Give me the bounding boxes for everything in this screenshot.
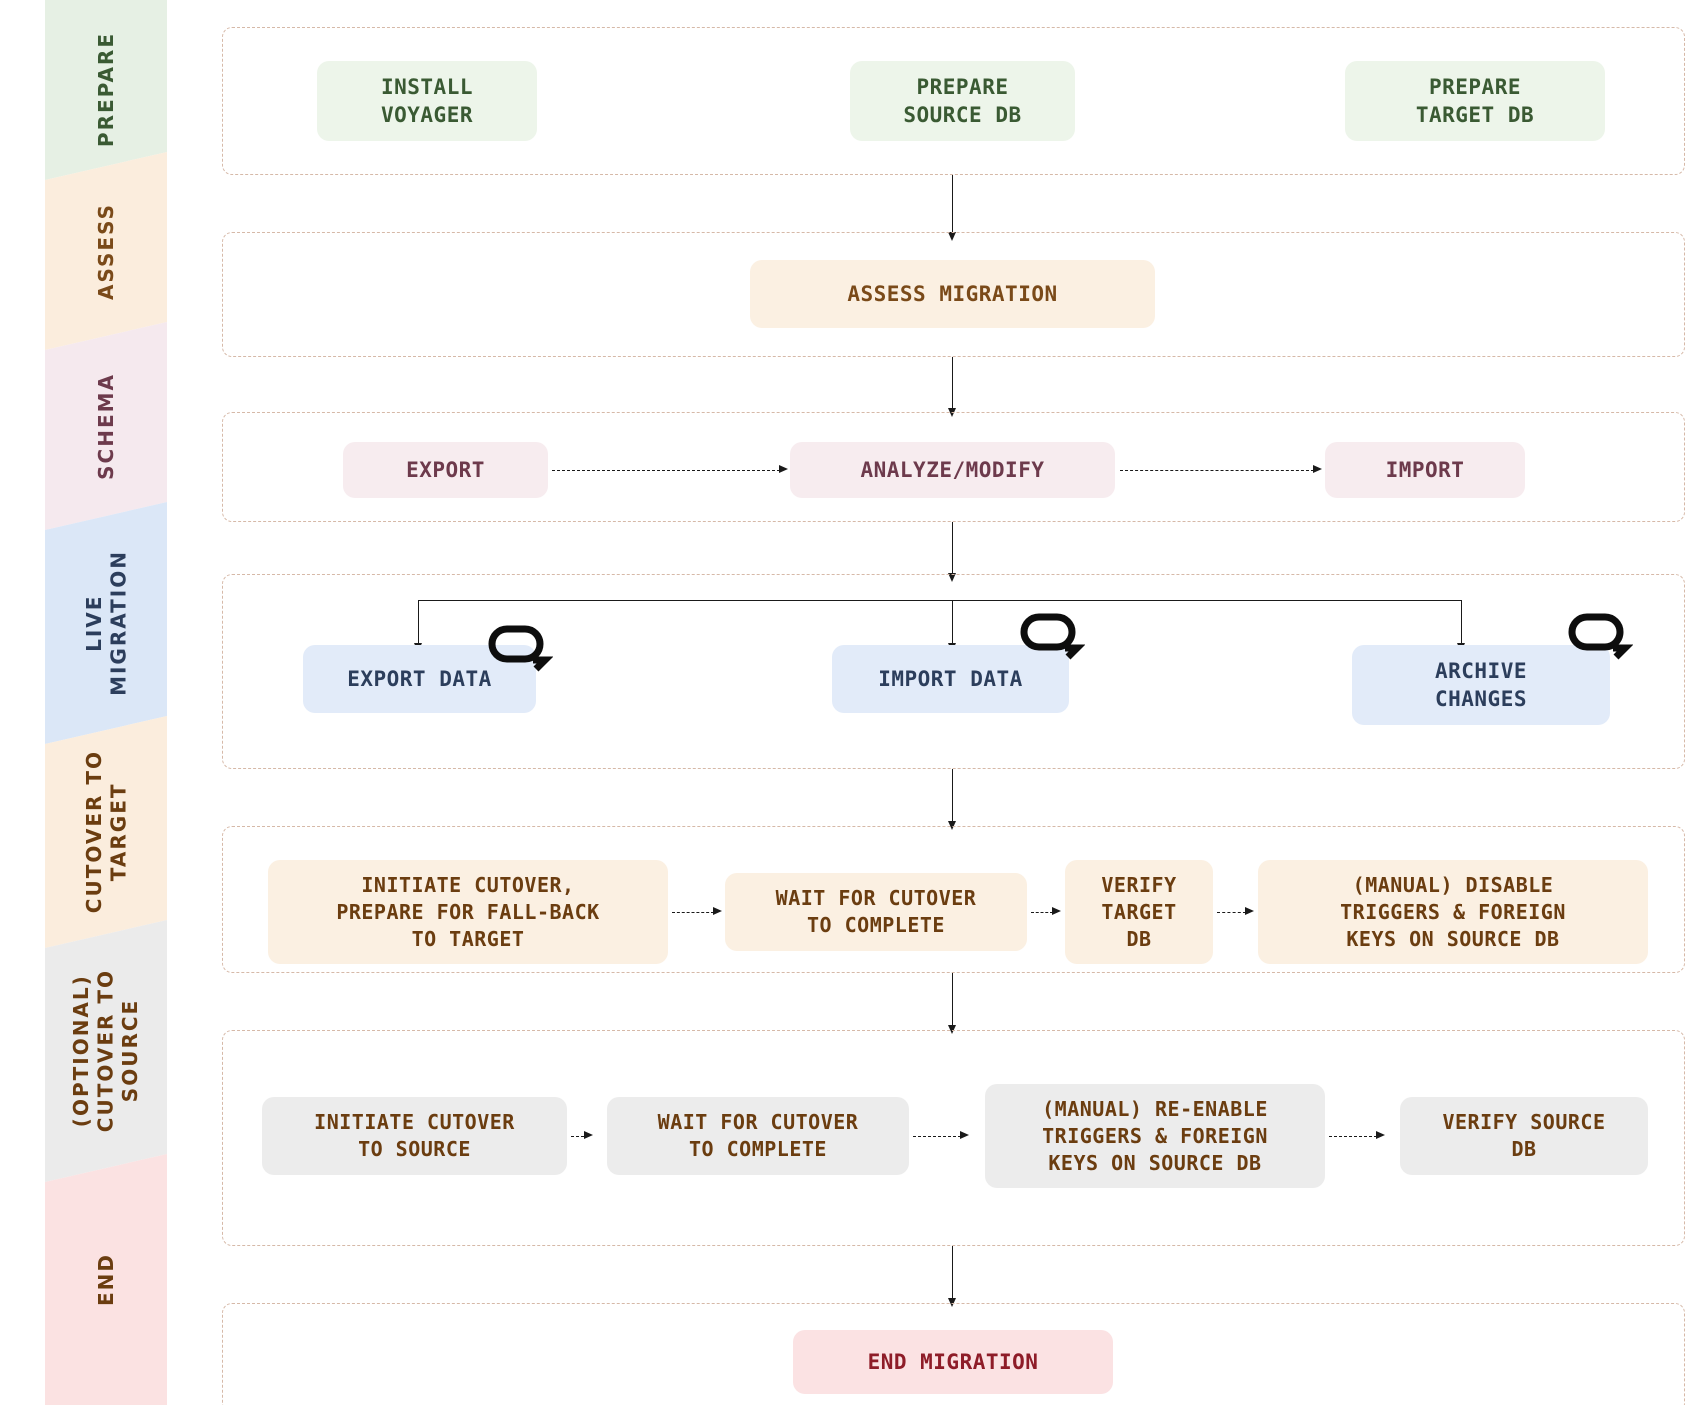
node-assess-migration[interactable]: ASSESS MIGRATION bbox=[750, 260, 1155, 328]
node-import-data[interactable]: IMPORT DATA bbox=[832, 645, 1069, 713]
connector-assess-to-schema bbox=[952, 357, 953, 413]
connector-schema-export-to-analyze-arrow bbox=[779, 465, 788, 473]
phase-band-label-prepare: PREPARE bbox=[93, 32, 118, 148]
phase-band-label-cutover-source: (OPTIONAL) CUTOVER TO SOURCE bbox=[69, 969, 143, 1133]
connector-wait-to-verify-target bbox=[1031, 912, 1053, 913]
phase-band-end: END bbox=[45, 1154, 167, 1405]
connector-schema-to-live-migration-arrow bbox=[948, 573, 956, 582]
node-install-voyager[interactable]: INSTALL VOYAGER bbox=[317, 61, 537, 141]
phase-band-schema: SCHEMA bbox=[45, 322, 167, 530]
phase-band-label-live-migration: LIVE MIGRATION bbox=[81, 550, 130, 696]
node-prepare-source-db[interactable]: PREPARE SOURCE DB bbox=[850, 61, 1075, 141]
connector-verify-to-disable-triggers bbox=[1217, 912, 1246, 913]
connector-initiate-to-wait-source bbox=[571, 1136, 584, 1137]
phase-row-schema bbox=[222, 412, 1685, 522]
connector-schema-analyze-to-import-arrow bbox=[1313, 465, 1322, 473]
connector-wait-to-reenable-triggers-arrow bbox=[960, 1131, 969, 1139]
phase-row-prepare bbox=[222, 27, 1685, 175]
phase-row-cutover-source bbox=[222, 1030, 1685, 1246]
phase-band-prepare: PREPARE bbox=[45, 0, 167, 180]
live-migration-branch-center-drop bbox=[952, 600, 953, 648]
phase-band-assess: ASSESS bbox=[45, 152, 167, 350]
connector-cutover-source-to-end bbox=[952, 1246, 953, 1303]
node-wait-for-cutover-target[interactable]: WAIT FOR CUTOVER TO COMPLETE bbox=[725, 873, 1027, 951]
loop-icon-import-data bbox=[1020, 613, 1085, 660]
node-schema-import[interactable]: IMPORT bbox=[1325, 442, 1525, 498]
connector-cutover-source-to-end-arrow bbox=[948, 1298, 956, 1307]
connector-initiate-to-wait-target bbox=[672, 912, 714, 913]
loop-icon-archive-changes bbox=[1568, 613, 1633, 660]
node-initiate-cutover-to-source[interactable]: INITIATE CUTOVER TO SOURCE bbox=[262, 1097, 567, 1175]
node-export-data[interactable]: EXPORT DATA bbox=[303, 645, 536, 713]
live-migration-branch-right-drop bbox=[1461, 600, 1462, 648]
phase-band-label-end: END bbox=[93, 1252, 118, 1306]
connector-wait-to-verify-target-arrow bbox=[1052, 907, 1061, 915]
connector-reenable-to-verify-source-arrow bbox=[1376, 1131, 1385, 1139]
connector-live-migration-to-cutover-target-arrow bbox=[948, 821, 956, 830]
connector-initiate-to-wait-target-arrow bbox=[713, 907, 722, 915]
connector-reenable-to-verify-source bbox=[1329, 1136, 1377, 1137]
loop-icon-export-data bbox=[488, 625, 553, 672]
connector-initiate-to-wait-source-arrow bbox=[584, 1131, 593, 1139]
phase-band-label-schema: SCHEMA bbox=[93, 372, 118, 480]
connector-cutover-target-to-cutover-source bbox=[952, 973, 953, 1030]
connector-cutover-target-to-cutover-source-arrow bbox=[948, 1025, 956, 1034]
phase-row-end bbox=[222, 1303, 1685, 1405]
node-verify-source-db[interactable]: VERIFY SOURCE DB bbox=[1400, 1097, 1648, 1175]
live-migration-branch-bus bbox=[418, 600, 1462, 601]
connector-prepare-to-assess bbox=[952, 175, 953, 237]
connector-prepare-to-assess-arrow bbox=[948, 232, 956, 241]
node-wait-for-cutover-source[interactable]: WAIT FOR CUTOVER TO COMPLETE bbox=[607, 1097, 909, 1175]
node-initiate-cutover-to-target[interactable]: INITIATE CUTOVER, PREPARE FOR FALL-BACK … bbox=[268, 860, 668, 964]
node-end-migration[interactable]: END MIGRATION bbox=[793, 1330, 1113, 1394]
phase-rail: PREPARE ASSESS SCHEMA LIVE MIGRATION CUT… bbox=[45, 0, 167, 1405]
node-reenable-triggers-source-db[interactable]: (MANUAL) RE-ENABLE TRIGGERS & FOREIGN KE… bbox=[985, 1084, 1325, 1188]
node-schema-analyze-modify[interactable]: ANALYZE/MODIFY bbox=[790, 442, 1115, 498]
connector-live-migration-to-cutover-target bbox=[952, 769, 953, 826]
connector-schema-export-to-analyze bbox=[552, 470, 780, 471]
phase-band-cutover-target: CUTOVER TO TARGET bbox=[45, 716, 167, 948]
connector-wait-to-reenable-triggers bbox=[913, 1136, 961, 1137]
node-prepare-target-db[interactable]: PREPARE TARGET DB bbox=[1345, 61, 1605, 141]
node-verify-target-db[interactable]: VERIFY TARGET DB bbox=[1065, 860, 1213, 964]
node-disable-triggers-source-db[interactable]: (MANUAL) DISABLE TRIGGERS & FOREIGN KEYS… bbox=[1258, 860, 1648, 964]
phase-band-label-cutover-target: CUTOVER TO TARGET bbox=[81, 750, 130, 914]
node-schema-export[interactable]: EXPORT bbox=[343, 442, 548, 498]
phase-row-assess bbox=[222, 232, 1685, 357]
phase-band-label-assess: ASSESS bbox=[93, 202, 118, 300]
phase-band-live-migration: LIVE MIGRATION bbox=[45, 502, 167, 744]
live-migration-branch-left-drop bbox=[418, 600, 419, 648]
phase-row-live-migration bbox=[222, 574, 1685, 769]
connector-verify-to-disable-triggers-arrow bbox=[1245, 907, 1254, 915]
node-archive-changes[interactable]: ARCHIVE CHANGES bbox=[1352, 645, 1610, 725]
connector-schema-to-live-migration bbox=[952, 522, 953, 578]
phase-band-cutover-source: (OPTIONAL) CUTOVER TO SOURCE bbox=[45, 920, 167, 1182]
connector-schema-analyze-to-import bbox=[1120, 470, 1314, 471]
phase-row-cutover-target bbox=[222, 826, 1685, 973]
